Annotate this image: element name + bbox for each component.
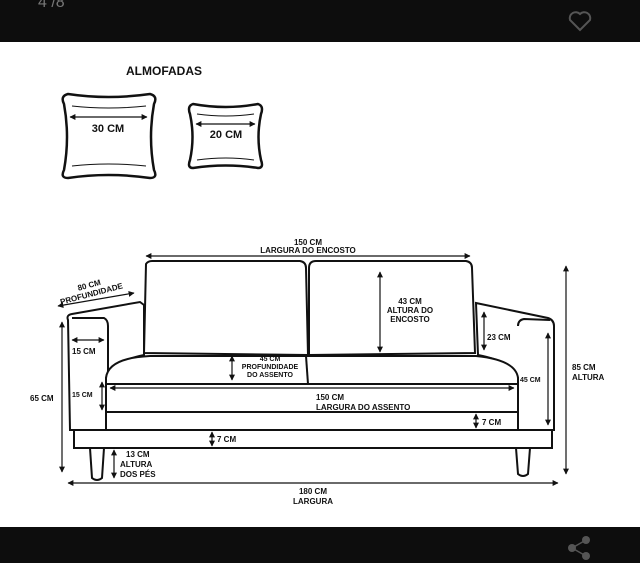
small-cushion: 20 CM <box>187 102 264 170</box>
seat-width-label: LARGURA DO ASSENTO <box>316 403 410 412</box>
backrest-width-label: LARGURA DO ENCOSTO <box>260 246 356 255</box>
large-cushion-label: 30 CM <box>92 123 124 135</box>
seat-depth-label-1: PROFUNDIDADE <box>242 364 299 371</box>
sofa-drawing <box>66 260 555 481</box>
right-arm-45: 45 CM <box>520 377 541 384</box>
dimension-lines <box>57 253 569 486</box>
seat-depth-value: 45 CM <box>260 356 281 363</box>
seat-front-left: 15 CM <box>72 392 93 399</box>
total-height-value: 85 CM <box>572 363 596 372</box>
large-cushion: 30 CM <box>61 92 157 180</box>
seat-depth-label-2: DO ASSENTO <box>247 372 293 379</box>
backrest-height-label-2: ENCOSTO <box>390 315 429 324</box>
share-icon[interactable] <box>568 536 590 560</box>
feet-label-2: DOS PÉS <box>120 470 156 479</box>
backrest-height-label-1: ALTURA DO <box>387 306 433 315</box>
total-height-label: ALTURA <box>572 373 605 382</box>
base-right: 7 CM <box>482 418 501 427</box>
feet-label-1: ALTURA <box>120 460 153 469</box>
small-cushion-label: 20 CM <box>210 129 242 141</box>
backrest-height-value: 43 CM <box>398 297 422 306</box>
heart-icon[interactable] <box>568 11 592 32</box>
height-65: 65 CM <box>30 394 54 403</box>
feet-value: 13 CM <box>126 450 150 459</box>
bottom-bar <box>0 527 640 563</box>
image-counter: 4 /8 <box>38 0 65 11</box>
backrest-width-value: 150 CM <box>294 238 322 247</box>
arm-width-left: 15 CM <box>72 347 96 356</box>
arm-top-right: 23 CM <box>487 333 511 342</box>
total-width-value: 180 CM <box>299 487 327 496</box>
cushions-title: ALMOFADAS <box>126 64 202 78</box>
top-bar: 4 /8 <box>0 0 640 42</box>
seat-width-value: 150 CM <box>316 393 344 402</box>
total-width-label: LARGURA <box>293 497 333 506</box>
base-center: 7 CM <box>217 435 236 444</box>
